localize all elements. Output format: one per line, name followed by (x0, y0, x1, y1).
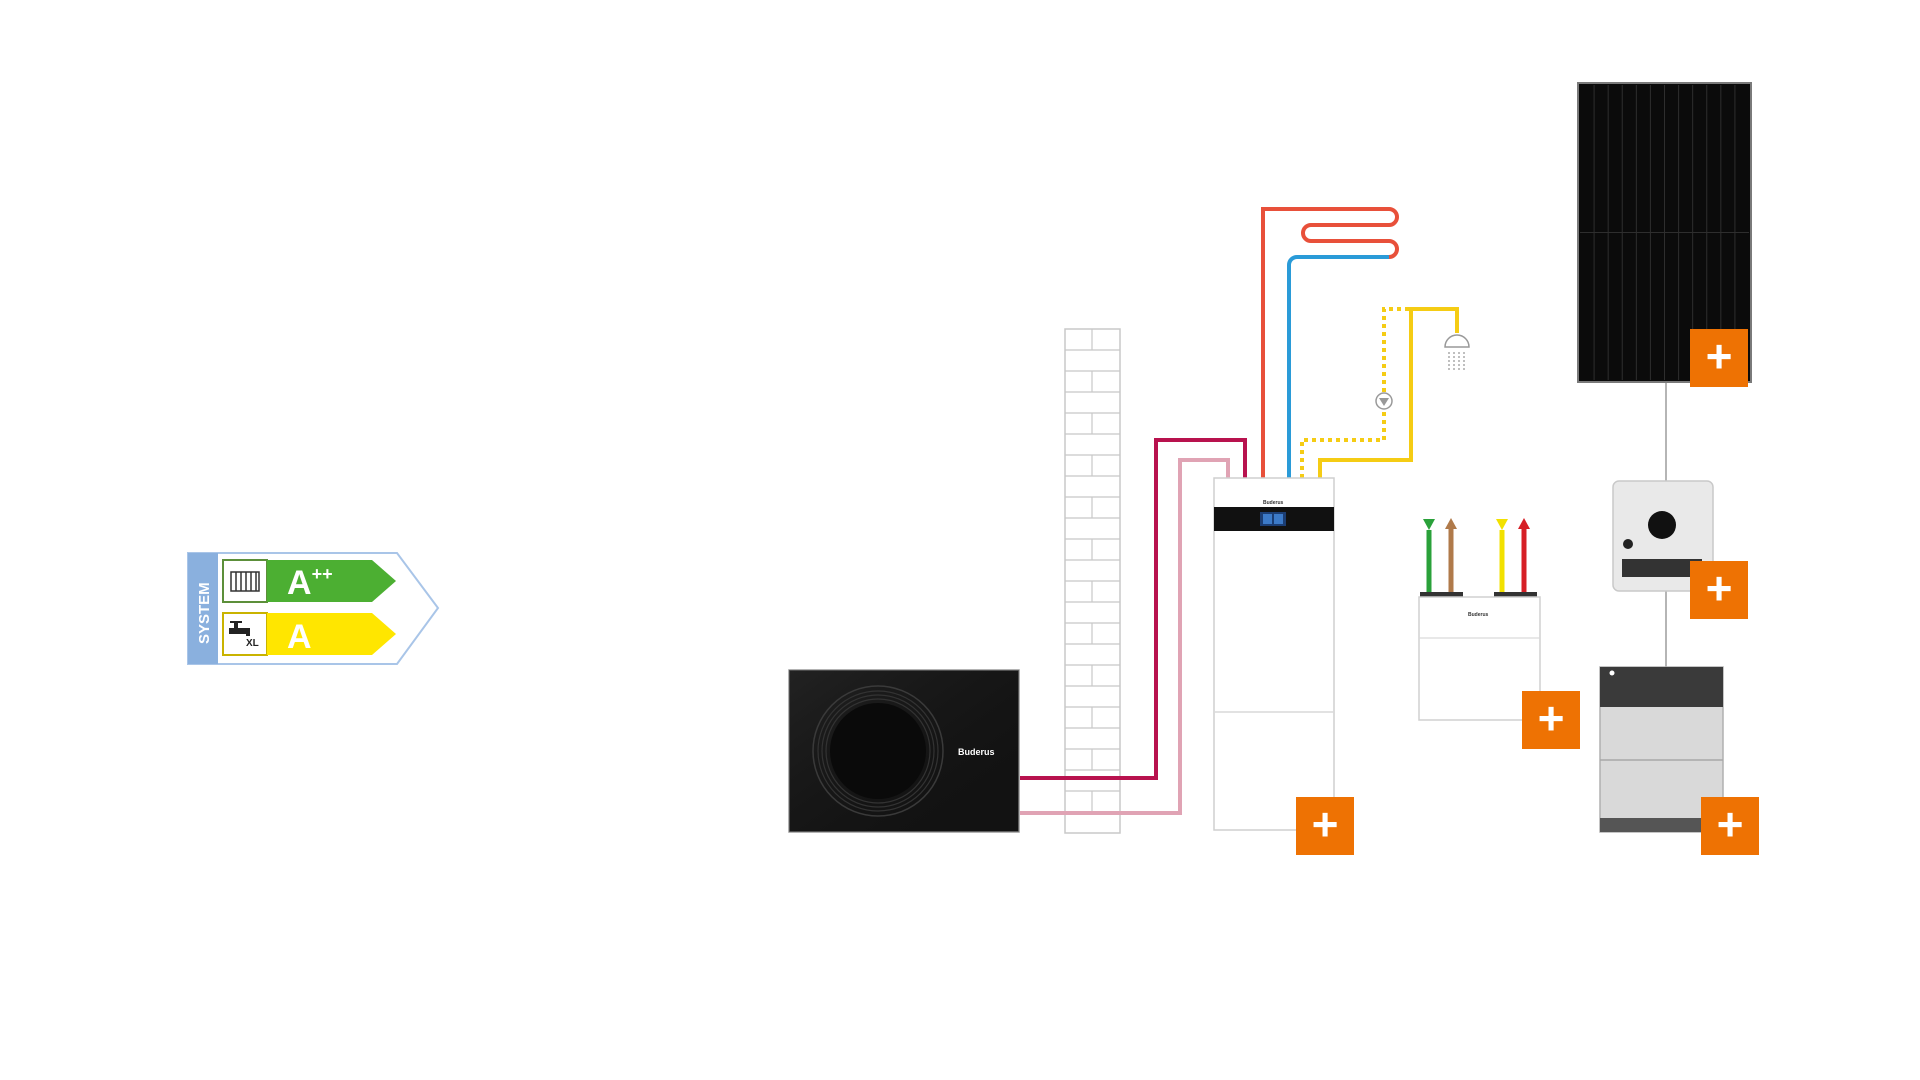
shower-icon (1444, 334, 1470, 372)
ventilation-unit-plus-button[interactable]: + (1522, 691, 1580, 749)
inverter-plus-button[interactable]: + (1690, 561, 1748, 619)
pump-triangle-icon (1379, 398, 1389, 406)
brown-up-arrow-icon (1445, 518, 1457, 592)
house-wall (1064, 328, 1121, 834)
primary-circuit-pipes (1020, 438, 1247, 815)
pv-module-plus-button[interactable]: + (1690, 329, 1748, 387)
hot-water-pipe (1318, 307, 1459, 478)
ventilation-unit: Buderus (1418, 518, 1541, 721)
plus-icon: + (1312, 798, 1339, 850)
water-class: A (287, 618, 312, 656)
heat-pump-indoor-unit: Buderus (1213, 477, 1335, 831)
return-pipe (1020, 458, 1230, 815)
heating-flow-pipe (1261, 207, 1399, 478)
green-down-arrow-icon (1423, 519, 1435, 592)
yellow-down-arrow-icon (1496, 519, 1508, 592)
circulation-pipe (1300, 307, 1411, 478)
system-band (188, 553, 218, 664)
heat-pump-outdoor-unit: Buderus (788, 669, 1020, 833)
fan-icon (830, 703, 926, 799)
plus-icon: + (1538, 692, 1565, 744)
flow-pipe (1020, 438, 1247, 780)
heating-icon-box (222, 559, 268, 603)
radiator-icon (230, 571, 260, 592)
indoor-unit-logo: Buderus (1263, 500, 1284, 506)
module-logo: Buderus (1468, 612, 1489, 618)
fan-grille-outer (812, 685, 944, 817)
system-label: SYSTEM (196, 582, 213, 644)
water-class-arrow (267, 613, 396, 655)
red-up-arrow-icon (1518, 518, 1530, 592)
outdoor-unit-logo: Buderus (958, 747, 995, 757)
plus-icon: + (1706, 562, 1733, 614)
heating-return-pipe (1287, 255, 1389, 478)
heating-circuit-pipes (1261, 207, 1399, 478)
heating-class-arrow (267, 560, 396, 602)
dhw-pipes (1300, 307, 1470, 478)
plus-buttons: + + + + + (1296, 329, 1759, 855)
heating-class: A++ (287, 564, 333, 602)
water-profile: XL (246, 638, 259, 649)
inverter (1612, 480, 1714, 592)
plus-icon: + (1717, 798, 1744, 850)
battery-plus-button[interactable]: + (1701, 797, 1759, 855)
energy-label: SYSTEM A++ XL A (187, 552, 440, 665)
plus-icon: + (1706, 330, 1733, 382)
indoor-unit-plus-button[interactable]: + (1296, 797, 1354, 855)
tap-icon (229, 621, 250, 636)
inverter-display-icon (1648, 511, 1676, 539)
